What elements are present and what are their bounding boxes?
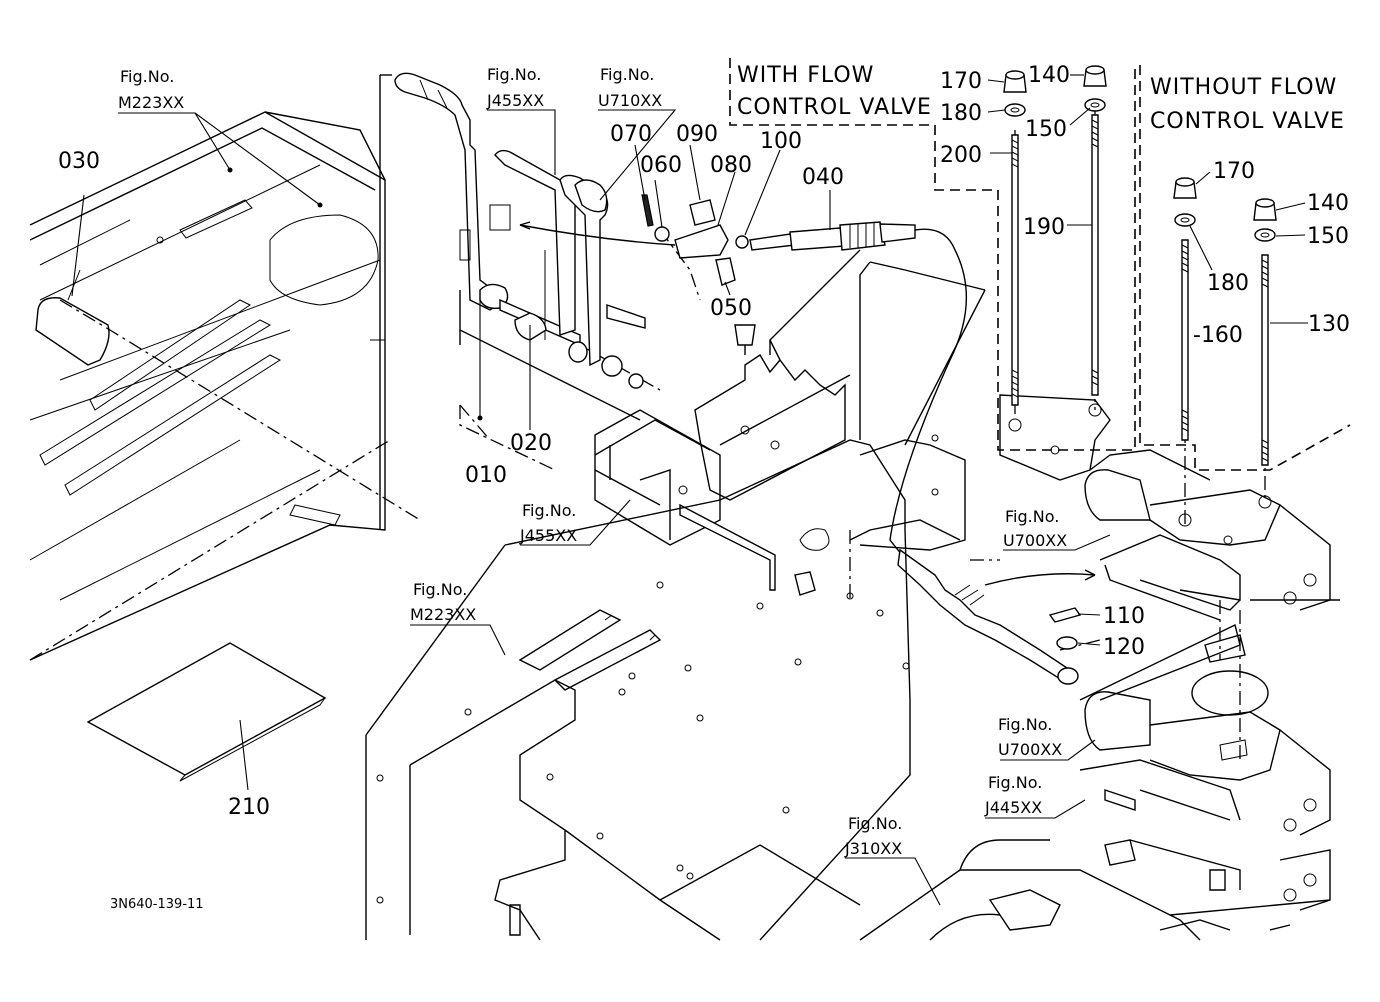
fig-label-u700-top: Fig.No. bbox=[1005, 507, 1059, 526]
part-160-label: -160 bbox=[1193, 323, 1243, 348]
o-ring bbox=[1191, 670, 1269, 716]
part-070-label: 070 bbox=[610, 122, 652, 147]
part-170b-label: 170 bbox=[1213, 159, 1255, 184]
fig-ref-m223-mid: M223XX bbox=[410, 605, 476, 624]
fig-ref-u700-bottom: U700XX bbox=[998, 740, 1062, 759]
fig-label-m223-mid: Fig.No. bbox=[413, 580, 467, 599]
leader-lines bbox=[71, 74, 1308, 906]
fig-ref-u710: U710XX bbox=[598, 91, 662, 110]
group-bracket-010 bbox=[459, 405, 556, 471]
fig-label-j455-top: Fig.No. bbox=[487, 65, 541, 84]
transmission-case bbox=[859, 839, 1291, 941]
stud-bolts bbox=[1011, 114, 1269, 466]
part-140a-label: 140 bbox=[1028, 63, 1070, 88]
fig-ref-u700-top: U700XX bbox=[1003, 531, 1067, 550]
fig-label-u710: Fig.No. bbox=[600, 65, 654, 84]
with-flow-note-line1: WITH FLOW bbox=[737, 63, 874, 88]
fig-ref-m223-top: M223XX bbox=[118, 93, 184, 112]
part-040-label: 040 bbox=[802, 165, 844, 190]
lever-bracket-assembly bbox=[459, 149, 646, 367]
part-170a-label: 170 bbox=[940, 69, 982, 94]
part-number-labels: 030 070 090 060 080 100 040 050 020 010 … bbox=[58, 63, 1350, 820]
part-120-label: 120 bbox=[1103, 635, 1145, 660]
manual-210 bbox=[86, 642, 327, 782]
fig-label-j455-mid: Fig.No. bbox=[522, 501, 576, 520]
fig-label-u700-bottom: Fig.No. bbox=[998, 715, 1052, 734]
drawing-code: 3N640-139-11 bbox=[110, 897, 204, 912]
part-210-label: 210 bbox=[228, 795, 270, 820]
with-flow-note-line2: CONTROL VALVE bbox=[737, 95, 932, 120]
valve-upper bbox=[999, 394, 1340, 701]
part-130-label: 130 bbox=[1308, 312, 1350, 337]
notes: WITH FLOW CONTROL VALVE WITHOUT FLOW CON… bbox=[737, 63, 1345, 134]
fig-ref-j445: J445XX bbox=[984, 798, 1042, 817]
nuts-and-washers bbox=[1003, 65, 1277, 242]
figure-reference-labels: Fig.No. M223XX Fig.No. J455XX Fig.No. U7… bbox=[118, 65, 1067, 858]
fig-label-j310: Fig.No. bbox=[848, 814, 902, 833]
part-050-label: 050 bbox=[710, 296, 752, 321]
part-200-label: 200 bbox=[940, 143, 982, 168]
fig-ref-j310: J310XX bbox=[844, 839, 902, 858]
yoke-parts bbox=[519, 194, 756, 355]
part-090-label: 090 bbox=[676, 122, 718, 147]
control-cable-040 bbox=[749, 221, 1079, 685]
fig-ref-j455-top: J455XX bbox=[486, 91, 544, 110]
side-wall bbox=[379, 74, 641, 530]
part-100-label: 100 bbox=[760, 129, 802, 154]
part-010-label: 010 bbox=[465, 463, 507, 488]
fig-label-m223-top: Fig.No. bbox=[120, 67, 174, 86]
fig-label-j445: Fig.No. bbox=[988, 773, 1042, 792]
bushings bbox=[514, 312, 644, 389]
part-180b-label: 180 bbox=[1207, 271, 1249, 296]
lever-010 bbox=[394, 72, 581, 347]
part-190-label: 190 bbox=[1023, 215, 1065, 240]
part-030-label: 030 bbox=[58, 149, 100, 174]
without-flow-note-line2: CONTROL VALVE bbox=[1150, 109, 1345, 134]
part-080-label: 080 bbox=[710, 153, 752, 178]
valve-lower bbox=[1079, 691, 1331, 916]
part-110-label: 110 bbox=[1103, 604, 1145, 629]
part-180a-label: 180 bbox=[940, 101, 982, 126]
part-150b-label: 150 bbox=[1307, 224, 1349, 249]
without-flow-note-line1: WITHOUT FLOW bbox=[1150, 75, 1337, 100]
center-bracket bbox=[594, 354, 851, 596]
without-flow-boundary bbox=[1139, 65, 1351, 471]
part-140b-label: 140 bbox=[1307, 191, 1349, 216]
clip-and-washer bbox=[984, 569, 1096, 650]
part-150a-label: 150 bbox=[1025, 117, 1067, 142]
main-floor-plate bbox=[365, 261, 986, 941]
with-flow-boundary bbox=[729, 58, 1136, 451]
fig-ref-j455-mid: J455XX bbox=[519, 526, 577, 545]
pedal-030 bbox=[35, 269, 110, 366]
left-floor-panel bbox=[29, 111, 386, 661]
part-020-label: 020 bbox=[510, 431, 552, 456]
part-060-label: 060 bbox=[640, 153, 682, 178]
